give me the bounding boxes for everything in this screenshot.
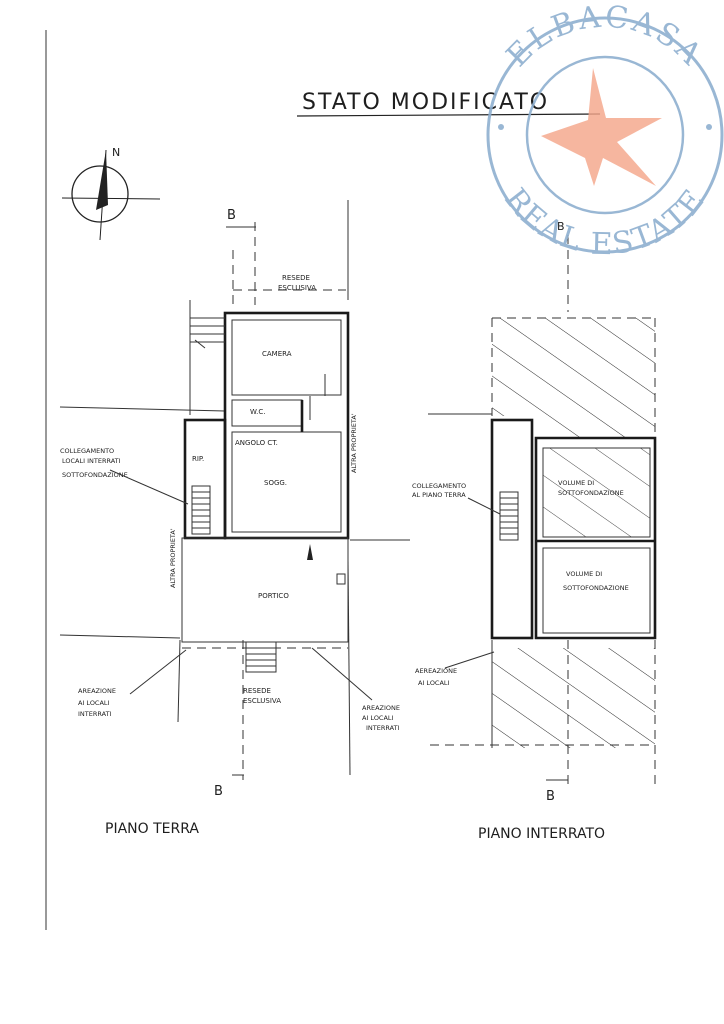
aerazione-note: AEREAZIONE <box>415 667 457 675</box>
section-mark-bottom-right: B <box>546 789 555 804</box>
altra-proprieta-left-label: ALTRA PROPRIETA' <box>169 528 177 588</box>
camera-label: CAMERA <box>262 350 292 358</box>
basement-walls <box>534 436 657 640</box>
section-mark-bottom-left: B <box>214 784 223 799</box>
watermark-inner-ring <box>525 55 685 215</box>
aerazione-note: AI LOCALI <box>418 679 450 687</box>
starfish-icon <box>541 68 662 186</box>
internal-stair <box>191 485 211 535</box>
title: STATO MODIFICATO <box>296 90 601 117</box>
volume-1-label: VOLUME DI <box>558 479 594 487</box>
earth-hatch-top <box>492 318 655 438</box>
wc-room <box>231 399 303 427</box>
aerazione-right-note: AI LOCALI <box>362 714 394 722</box>
volume-2-label: SOTTOFONDAZIONE <box>563 584 629 592</box>
wc-label: W.C. <box>250 408 265 416</box>
aerazione-left-note: INTERRATI <box>78 710 112 718</box>
north-arrow-icon <box>96 150 108 210</box>
aerazione-right-note: INTERRATI <box>366 724 400 732</box>
watermark-bottom-text: REAL ESTATE <box>497 182 712 262</box>
resede-top-label: RESEDE <box>282 274 310 282</box>
aerazione-left-note: AI LOCALI <box>78 699 110 707</box>
watermark-dot <box>706 124 712 130</box>
piano-interrato-caption: PIANO INTERRATO <box>478 826 605 842</box>
leader-line <box>311 647 373 701</box>
piano-interrato-plan: B B VOLUME DI <box>412 220 657 842</box>
leader-line <box>109 469 189 505</box>
resede-bottom-label: RESEDE <box>243 687 271 695</box>
volume-1-room <box>542 447 651 538</box>
volume-1-label: SOTTOFONDAZIONE <box>558 489 624 497</box>
title-text: STATO MODIFICATO <box>302 90 549 115</box>
altra-proprieta-right-label: ALTRA PROPRIETA' <box>350 413 358 473</box>
section-mark-top-right: B <box>557 220 565 233</box>
property-line <box>59 406 226 412</box>
external-stair-bottom <box>245 641 277 673</box>
soggiorno-room <box>231 431 342 533</box>
entrance-arrow-icon <box>307 544 313 560</box>
aerazione-left-note: AREAZIONE <box>78 687 116 695</box>
section-mark-top-left: B <box>227 208 236 223</box>
resede-bottom-label: ESCLUSIVA <box>243 697 281 705</box>
earth-hatch-bottom <box>492 648 655 748</box>
north-label: N <box>112 146 120 159</box>
collegamento-note: SOTTOFONDAZIONE <box>62 471 128 479</box>
camera-room <box>231 319 342 396</box>
basement-stair <box>499 491 519 541</box>
compass-circle <box>71 165 129 223</box>
volume-2-room <box>542 547 651 634</box>
piano-terra-caption: PIANO TERRA <box>105 821 199 837</box>
piano-terra-plan: B B RESEDE ESCLUSIVA <box>59 200 410 837</box>
collegamento-note: LOCALI INTERRATI <box>62 457 121 465</box>
external-stair-top <box>190 317 225 349</box>
volume-hatch <box>543 448 650 537</box>
north-arrow: N <box>61 146 161 241</box>
property-line <box>177 639 181 723</box>
watermark-outer-ring <box>486 16 724 254</box>
leader-line <box>467 497 501 515</box>
title-underline <box>296 113 601 117</box>
rip-label: RIP. <box>192 455 204 463</box>
soggiorno-label: SOGG. <box>264 479 287 487</box>
pillar <box>336 573 346 585</box>
portico-area <box>181 537 349 643</box>
leader-line <box>129 649 187 695</box>
rip-room <box>183 418 227 540</box>
aerazione-right-note: AREAZIONE <box>362 704 400 712</box>
collegamento-note: COLLEGAMENTO <box>60 447 114 455</box>
resede-top-label: ESCLUSIVA <box>278 284 316 292</box>
watermark-dot <box>498 124 504 130</box>
portico-label: PORTICO <box>258 592 289 600</box>
stair-shaft-walls <box>490 418 534 640</box>
collegamento-note: AL PIANO TERRA <box>412 491 466 499</box>
collegamento-note: COLLEGAMENTO <box>412 482 466 490</box>
watermark-top-text: ELBACASA <box>500 0 710 74</box>
elbacasa-watermark: ELBACASA REAL ESTATE <box>486 0 724 262</box>
leader-line <box>444 651 495 669</box>
volume-2-label: VOLUME DI <box>566 570 602 578</box>
property-line <box>59 634 181 639</box>
compass-axis <box>61 197 161 200</box>
angolo-cottura-label: ANGOLO CT. <box>235 439 278 447</box>
